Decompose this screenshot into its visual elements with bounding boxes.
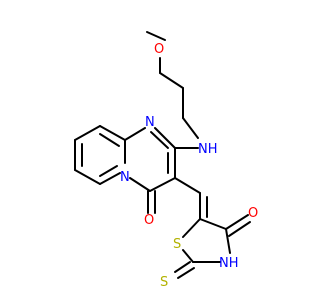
bond-c8a-c8-double [99,133,120,147]
atom-label-nitrogen-pyrimidine: N [145,115,155,130]
atom-label-oxygen-methoxy: O [154,42,164,57]
bond-c2t-s-thione-double [177,267,195,279]
atom-label-oxygen-thiazolidinone: O [248,206,258,221]
bond-c2-n-pyrimidine [154,127,176,149]
bond-ch2-ch2 [159,72,184,89]
atom-label-nitrogen-bridgehead: N [120,170,130,185]
bond-c5-s [182,218,201,238]
atom-label-nh-amine: NH [198,142,218,157]
bond-methyl-oxygen [146,31,166,41]
bond-c6-c5 [74,169,101,185]
bond-nh-c4t [225,228,231,254]
bond-c2-n-pyrimidine-double [150,131,169,149]
molecule-structure-diagram: O NH N N O S O NH S [74,31,258,290]
bond-n5-c4 [129,177,151,192]
bond-s-c2t [182,249,194,263]
bond-c4t-o [225,214,249,230]
bond-c4t-c5 [199,218,227,230]
bond-layer [74,31,251,279]
atom-label-sulfur-ring: S [173,237,181,252]
bond-c2t-s-thione [174,261,191,273]
bond-c3-methylidene [174,177,201,194]
bond-c5-c4a-double [99,165,118,177]
atom-label-layer: O NH N N O S O NH S [120,42,258,290]
atom-label-nh-ring: NH [219,256,239,271]
bond-c8a-c8 [99,125,126,141]
atom-label-oxygen-ketone: O [144,213,154,228]
bond-n-c8a [124,127,146,141]
bond-ch2-nh [182,117,199,139]
atom-label-sulfur-thione: S [160,275,168,290]
bond-c4t-o-double [228,221,251,237]
bond-c8-c7 [74,125,101,141]
bond-c4-c3 [149,177,176,192]
bond-c5-c4a [99,172,121,185]
